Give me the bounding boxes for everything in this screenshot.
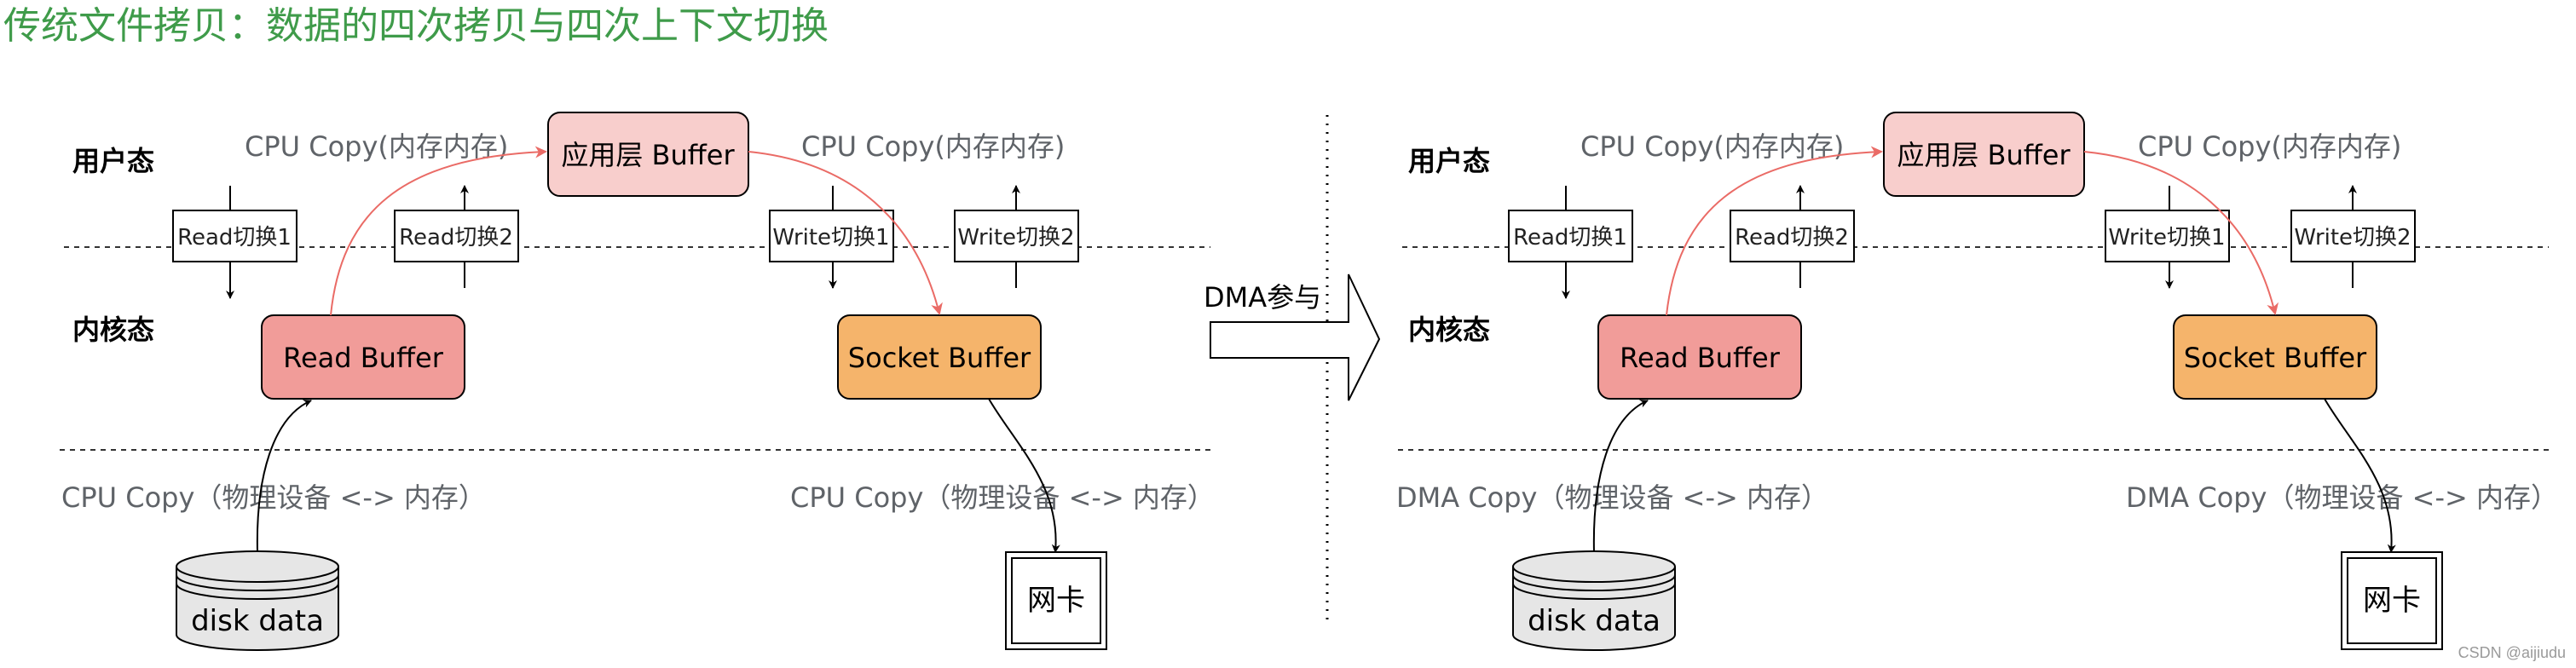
disk-label: disk data (1528, 604, 1661, 638)
watermark: CSDN @aijiudu (2458, 644, 2566, 661)
read-switch-1-box (172, 210, 297, 262)
read-switch-2-label: Read切换2 (399, 225, 513, 250)
read-switch-1-box (1508, 210, 1633, 262)
cpu-copy-label-right: CPU Copy(内存内存) (2138, 130, 2401, 163)
write-switch-2-label: Write切换2 (957, 225, 1074, 250)
app-buffer-box (1883, 112, 2085, 197)
socket-buffer-box (837, 314, 1042, 400)
cpu-copy-label-left: CPU Copy(内存内存) (1580, 130, 1844, 163)
write-switch-2-label: Write切换2 (2294, 225, 2411, 250)
write-switch-1-box (2105, 210, 2230, 262)
dma-label: DMA参与 (1204, 281, 1321, 314)
app-buffer-label: 应用层 Buffer (561, 139, 735, 171)
nic-icon (2341, 551, 2443, 650)
write-switch-1-label: Write切换1 (772, 225, 889, 250)
write-switch-1-box (769, 210, 894, 262)
socket-buffer-label: Socket Buffer (2184, 342, 2367, 374)
read-buffer-label: Read Buffer (1620, 342, 1781, 374)
write-switch-1-label: Write切换1 (2108, 225, 2225, 250)
dma-arrow-icon (1210, 274, 1381, 401)
read-switch-1-label: Read切换1 (1513, 225, 1627, 250)
socket-buffer-box (2173, 314, 2377, 400)
right-panel: 用户态 内核态 CPU Copy(内存内存) CPU Copy(内存内存) 应用… (1396, 112, 2558, 651)
cpu-copy-label-left: CPU Copy(内存内存) (245, 130, 508, 163)
user-mode-label: 用户态 (1408, 145, 1490, 177)
disk-label: disk data (191, 604, 324, 638)
device-copy-label-right: CPU Copy（物理设备 <-> 内存） (790, 481, 1215, 514)
device-copy-label-right: DMA Copy（物理设备 <-> 内存） (2126, 481, 2558, 514)
nic-label: 网卡 (2363, 584, 2421, 618)
kernel-mode-label: 内核态 (72, 314, 154, 346)
nic-label: 网卡 (1027, 584, 1085, 618)
read-buffer-label: Read Buffer (283, 342, 444, 374)
read-buffer-box (1597, 314, 1802, 400)
device-copy-label-left: CPU Copy（物理设备 <-> 内存） (61, 481, 486, 514)
read-switch-2-box (1730, 210, 1855, 262)
cpu-copy-label-right: CPU Copy(内存内存) (801, 130, 1065, 163)
read-switch-1-label: Read切换1 (177, 225, 292, 250)
app-buffer-label: 应用层 Buffer (1897, 139, 2071, 171)
read-switch-2-box (394, 210, 519, 262)
disk-icon (176, 550, 339, 651)
left-panel: 用户态 内核态 CPU Copy(内存内存) CPU Copy(内存内存) 应用… (60, 112, 1215, 651)
read-buffer-box (261, 314, 465, 400)
kernel-mode-label: 内核态 (1408, 314, 1490, 346)
read-switch-2-label: Read切换2 (1735, 225, 1849, 250)
user-mode-label: 用户态 (72, 145, 154, 177)
app-buffer-box (547, 112, 749, 197)
disk-icon (1512, 550, 1676, 651)
page-title: 传统文件拷贝：数据的四次拷贝与四次上下文切换 (3, 4, 829, 48)
write-switch-2-box (954, 210, 1079, 262)
device-copy-label-left: DMA Copy（物理设备 <-> 内存） (1396, 481, 1828, 514)
write-switch-2-box (2290, 210, 2416, 262)
socket-buffer-label: Socket Buffer (848, 342, 1031, 374)
nic-icon (1005, 551, 1107, 650)
